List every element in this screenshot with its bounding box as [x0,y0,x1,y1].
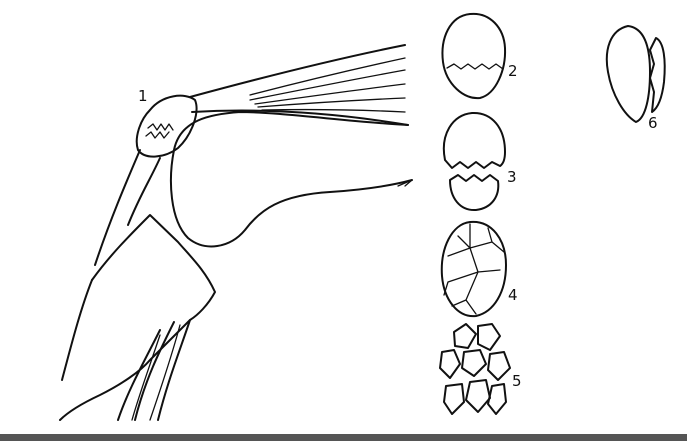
patella-fracture-line [146,124,173,138]
tendon-fibers [250,58,405,112]
fracture-4-label: 4 [508,286,518,304]
knee-lateral-view [60,45,412,420]
fracture-type-comminuted [440,324,510,414]
fracture-type-stellate [442,222,506,316]
fracture-type-transverse [442,14,505,98]
fracture-5-fragment-b [478,324,500,350]
fracture-5-fragment-a [454,324,476,348]
fracture-5-fragment-e [488,352,510,380]
fracture-5-fragment-f [444,384,464,414]
fracture-6-label: 6 [648,114,658,132]
patellar-tendon [95,150,160,265]
fracture-type-vertical [607,26,665,122]
quadriceps-tendon [190,45,405,97]
fracture-3-upper [444,113,505,168]
fracture-2-label: 2 [508,62,518,80]
fibula [118,320,190,420]
fracture-4-outline [442,222,506,316]
tibia-front [62,280,92,380]
fracture-2-outline [442,14,505,98]
fracture-3-label: 3 [507,168,517,186]
tibia [60,215,215,420]
fracture-5-fragment-d [462,350,486,376]
fracture-type-displaced [444,113,505,210]
patella-marker-label: 1 [138,87,148,105]
fracture-3-lower [450,175,498,210]
fracture-5-fragment-g [466,380,490,412]
bottom-bar [0,434,687,441]
fracture-2-line [447,64,503,69]
fracture-4-cracks [444,224,504,314]
fracture-5-fragment-c [440,350,460,378]
fracture-5-fragment-h [488,384,506,414]
fracture-5-label: 5 [512,372,522,390]
femur [171,112,412,246]
fracture-6-fragment [650,38,665,112]
fracture-6-main [607,26,650,122]
